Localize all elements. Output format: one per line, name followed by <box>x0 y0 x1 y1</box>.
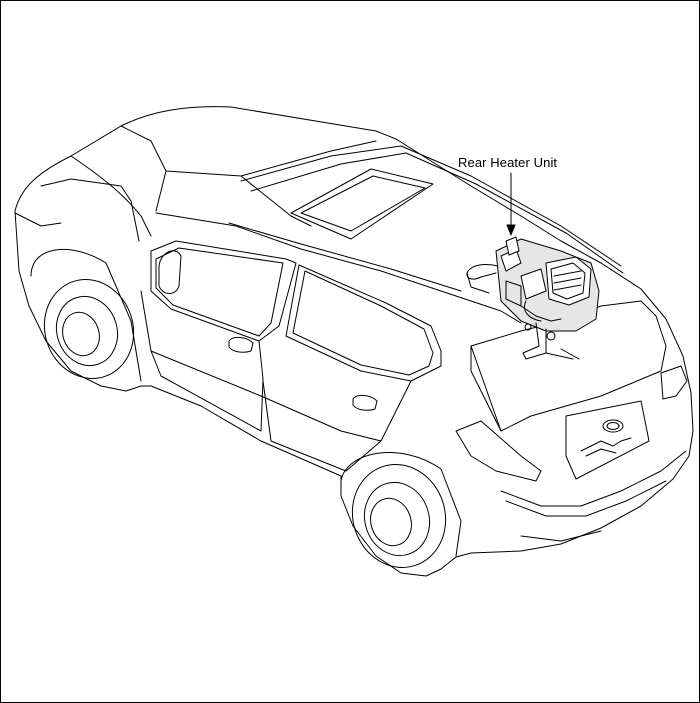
callout-arrow <box>506 172 516 236</box>
side-windows <box>150 240 442 382</box>
doors <box>140 290 412 472</box>
rear-heater-unit-graphic <box>466 236 600 360</box>
front-wheel <box>30 249 142 382</box>
rear-heater-unit-label: Rear Heater Unit <box>458 155 558 170</box>
car-body <box>14 106 694 577</box>
rear-wheel <box>340 451 462 568</box>
